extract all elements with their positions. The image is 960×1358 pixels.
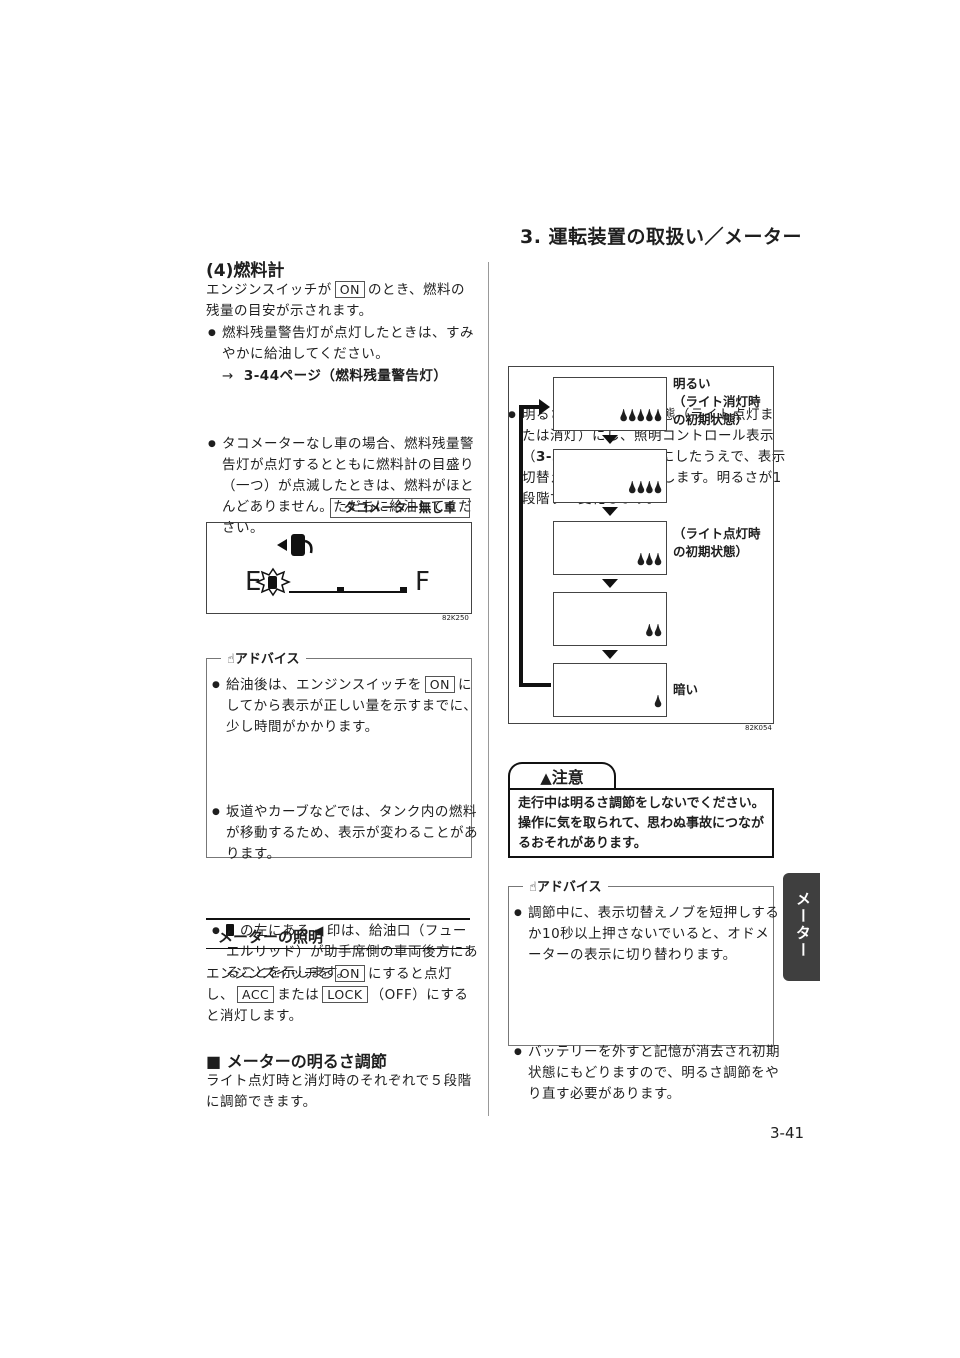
advice-box-1: ☝アドバイス 給油後は、エンジンスイッチをONにしてから表示が正しい量を示すまで…	[206, 648, 478, 981]
label-light-on-init: （ライト点灯時 の初期状態）	[673, 525, 761, 561]
bullet-text: 燃料残量警告灯が点灯したときは、すみやかに給油してください。	[222, 325, 474, 362]
caution-box: 走行中は明るさ調節をしないでください。操作に気を取られて、思わぬ事故につながるお…	[508, 788, 774, 858]
advice-title-1: ☝アドバイス	[221, 648, 306, 667]
brightness-level-4: 🌢🌢🌢🌢	[553, 449, 667, 503]
left-triangle-icon: ◀	[313, 923, 324, 939]
figure-code: 82K054	[745, 724, 772, 732]
hand-icon: ☝	[529, 880, 537, 895]
brightness-drops-icon: 🌢🌢🌢🌢	[627, 478, 663, 497]
loop-line-top	[519, 405, 541, 409]
ref-link[interactable]: 3-44ページ（燃料残量警告灯）	[243, 368, 448, 384]
gauge-segment	[400, 587, 407, 593]
advice-title-text: アドバイス	[234, 652, 300, 667]
advice-text: 坂道やカーブなどでは、タンク内の燃料が移動するため、表示が変わることがあります。	[226, 804, 478, 862]
brightness-figure: 🌢🌢🌢🌢🌢 🌢🌢🌢🌢 🌢🌢🌢 🌢🌢 🌢 明るい （ライト消灯時 の初期状態） （…	[508, 366, 774, 724]
key-acc: ACC	[237, 986, 275, 1003]
fuel-reference[interactable]: → 3-44ページ（燃料残量警告灯）	[222, 366, 447, 387]
intro-text: エンジンスイッチが	[206, 282, 332, 298]
text: （OFF）にすると消灯します。	[206, 987, 469, 1024]
down-arrow	[602, 579, 618, 588]
key-lock: LOCK	[322, 986, 368, 1003]
brightness-drops-icon: 🌢🌢🌢	[636, 550, 663, 569]
page-header-title: 3. 運転装置の取扱い／メーター	[520, 226, 803, 248]
ref-arrow: →	[222, 368, 234, 384]
brightness-level-5: 🌢🌢🌢🌢🌢	[553, 377, 667, 431]
loop-line-vertical	[519, 405, 523, 687]
caution-title: 注意	[551, 768, 584, 787]
brightness-drops-icon: 🌢🌢🌢🌢🌢	[618, 406, 663, 425]
figure-code: 82K250	[442, 614, 469, 622]
advice-title-2: ☝アドバイス	[523, 876, 608, 895]
fuel-gauge-heading: (4)燃料計	[206, 261, 285, 281]
advice2-item-1: 調節中に、表示切替えノブを短押しするか10秒以上押さないでいると、オドメーターの…	[514, 903, 782, 966]
advice-text: にしてから表示が正しい量を示すまでに、少し時間がかかります。	[226, 677, 478, 735]
small-pump-icon	[226, 924, 234, 936]
caution-text: 走行中は明るさ調節をしないでください。操作に気を取られて、思わぬ事故につながるお…	[518, 796, 765, 851]
brightness-level-1: 🌢	[553, 663, 667, 717]
advice-text: 給油後は、エンジンスイッチを	[226, 677, 422, 693]
text: エンジンスイッチを	[206, 966, 332, 982]
figure-label-text: タコメーター無し車	[343, 500, 457, 515]
advice-box-2: ☝アドバイス 調節中に、表示切替えノブを短押しするか10秒以上押さないでいると、…	[508, 876, 780, 1102]
text: または	[277, 987, 320, 1003]
fuel-gauge-svg	[255, 534, 407, 597]
fuel-pump-icon	[277, 534, 313, 556]
column-divider	[488, 262, 489, 1116]
down-arrow	[602, 507, 618, 516]
intro-text: のとき、燃料の残量の目安が示されます。	[206, 282, 465, 319]
warning-triangle-icon: ▲	[540, 769, 552, 787]
advice1-item-2: 坂道やカーブなどでは、タンク内の燃料が移動するため、表示が変わることがあります。	[212, 802, 478, 865]
gauge-segment	[337, 587, 344, 593]
advice-text: 調節中に、表示切替えノブを短押しするか10秒以上押さないでいると、オドメーターの…	[528, 905, 780, 963]
gauge-e-label: E	[245, 567, 262, 597]
key-on: ON	[334, 281, 365, 298]
fuel-warning-icon	[255, 567, 291, 597]
brightness-intro: ライト点灯時と消灯時のそれぞれで５段階に調節できます。	[206, 1073, 472, 1110]
fuel-bullet-1: 燃料残量警告灯が点灯したときは、すみやかに給油してください。	[208, 323, 484, 365]
brightness-level-2: 🌢🌢	[553, 592, 667, 646]
bullet-text: タコメーターなし車の場合、燃料残量警告灯が点灯するとともに燃料計の目盛り（一つ）…	[222, 436, 474, 536]
down-arrow	[602, 650, 618, 659]
label-text: の初期状態）	[673, 412, 749, 427]
hand-icon: ☝	[227, 652, 235, 667]
key-on: ON	[334, 965, 365, 982]
label-text: （ライト消灯時	[673, 394, 761, 409]
figure-label: タコメーター無し車	[330, 498, 470, 518]
page-number: 3-41	[770, 1124, 805, 1142]
fuel-bullet-2: タコメーターなし車の場合、燃料残量警告灯が点灯するとともに燃料計の目盛り（一つ）…	[208, 434, 486, 539]
loop-line-bottom	[519, 683, 551, 687]
fuel-gauge-figure: E F	[206, 522, 472, 614]
text: にすると点灯し、	[206, 966, 453, 1003]
loop-arrow-head	[539, 399, 550, 415]
caution-tab: ▲注意	[508, 762, 616, 790]
brightness-level-3: 🌢🌢🌢	[553, 521, 667, 575]
label-bright: 明るい （ライト消灯時 の初期状態）	[673, 375, 761, 429]
side-tab-label: メーター	[794, 891, 812, 959]
brightness-heading: ■ メーターの明るさ調節	[206, 1052, 387, 1071]
label-dark: 暗い	[673, 682, 699, 697]
brightness-drops-icon: 🌢	[653, 692, 663, 711]
advice-text: の左にある	[240, 923, 310, 939]
section-rule-top	[206, 918, 470, 920]
advice-title-text: アドバイス	[536, 880, 602, 895]
advice2-item-2: バッテリーを外すと記憶が消去され初期状態にもどりますので、明るさ調節をやり直す必…	[514, 1042, 782, 1105]
chapter-side-tab[interactable]: メーター	[783, 873, 820, 981]
advice1-item-1: 給油後は、エンジンスイッチをONにしてから表示が正しい量を示すまでに、少し時間が…	[212, 675, 478, 738]
label-text: の初期状態）	[673, 544, 749, 559]
section-title-meter-light: メーターの照明	[218, 928, 324, 946]
advice-text: バッテリーを外すと記憶が消去され初期状態にもどりますので、明るさ調節をやり直す必…	[528, 1044, 780, 1102]
key-on: ON	[424, 676, 455, 693]
gauge-f-label: F	[415, 567, 430, 597]
brightness-drops-icon: 🌢🌢	[644, 621, 663, 640]
section-rule-bottom	[206, 948, 470, 949]
down-arrow	[602, 435, 618, 444]
label-text: （ライト点灯時	[673, 526, 761, 541]
label-text: 明るい	[673, 376, 711, 391]
